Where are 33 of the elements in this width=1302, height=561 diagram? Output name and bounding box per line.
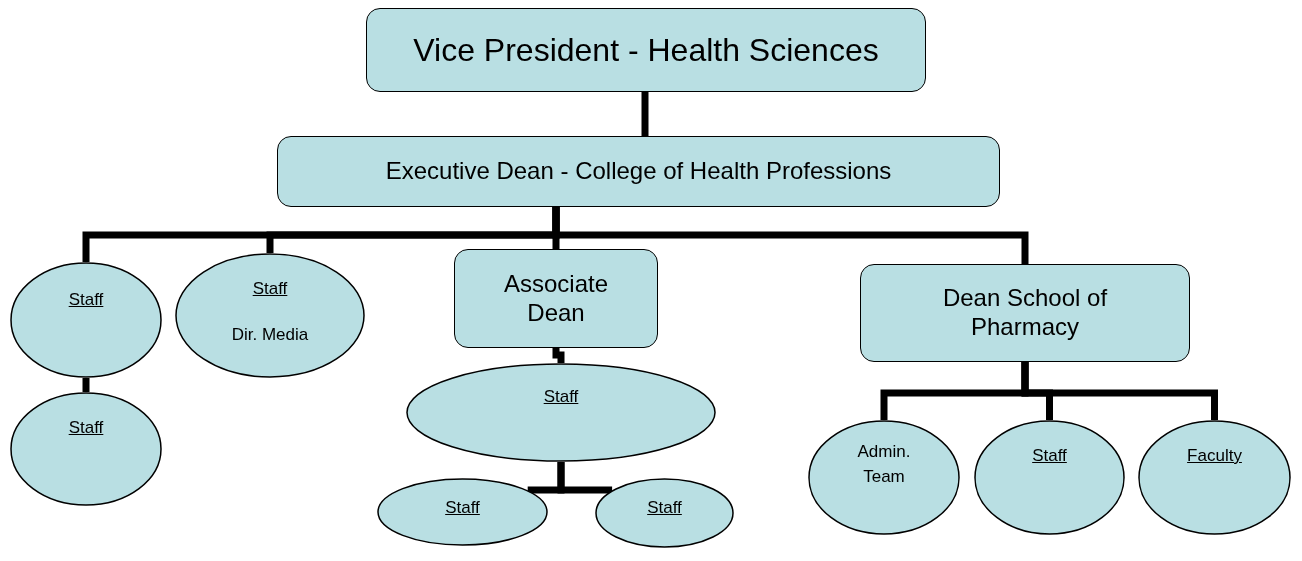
connector-line xyxy=(557,462,613,494)
title-box xyxy=(860,264,1190,362)
node-title: Associate Dean xyxy=(502,269,610,328)
node-title: Staff xyxy=(445,498,480,518)
node-title: Staff xyxy=(647,498,682,518)
title-box xyxy=(366,8,926,92)
node-title: Staff xyxy=(252,279,288,299)
staff-oval xyxy=(595,478,734,548)
connector-line xyxy=(552,348,565,363)
connector-line xyxy=(82,378,90,392)
node-title: Staff xyxy=(68,290,104,310)
node-subtitle: Dir. Media xyxy=(231,325,309,345)
staff-oval xyxy=(808,420,960,535)
node-title: Admin. Team xyxy=(856,441,912,488)
staff-oval xyxy=(10,262,162,378)
title-box xyxy=(454,249,658,348)
connector-line xyxy=(641,92,649,136)
staff-oval xyxy=(974,420,1125,535)
staff-oval xyxy=(377,478,548,546)
node-title: Staff xyxy=(68,418,104,438)
staff-oval xyxy=(1138,420,1291,535)
title-box xyxy=(277,136,1000,207)
node-title: Faculty xyxy=(1187,446,1242,466)
node-title: Staff xyxy=(543,387,579,407)
connector-line xyxy=(552,207,1029,264)
staff-oval xyxy=(406,363,716,462)
staff-oval xyxy=(10,392,162,506)
node-title: Staff xyxy=(1032,446,1067,466)
node-title: Vice President - Health Sciences xyxy=(413,30,879,70)
node-title: Dean School of Pharmacy xyxy=(941,284,1109,342)
staff-oval xyxy=(175,253,365,378)
node-title: Executive Dean - College of Health Professions xyxy=(385,157,892,186)
connector-line xyxy=(1021,362,1218,420)
